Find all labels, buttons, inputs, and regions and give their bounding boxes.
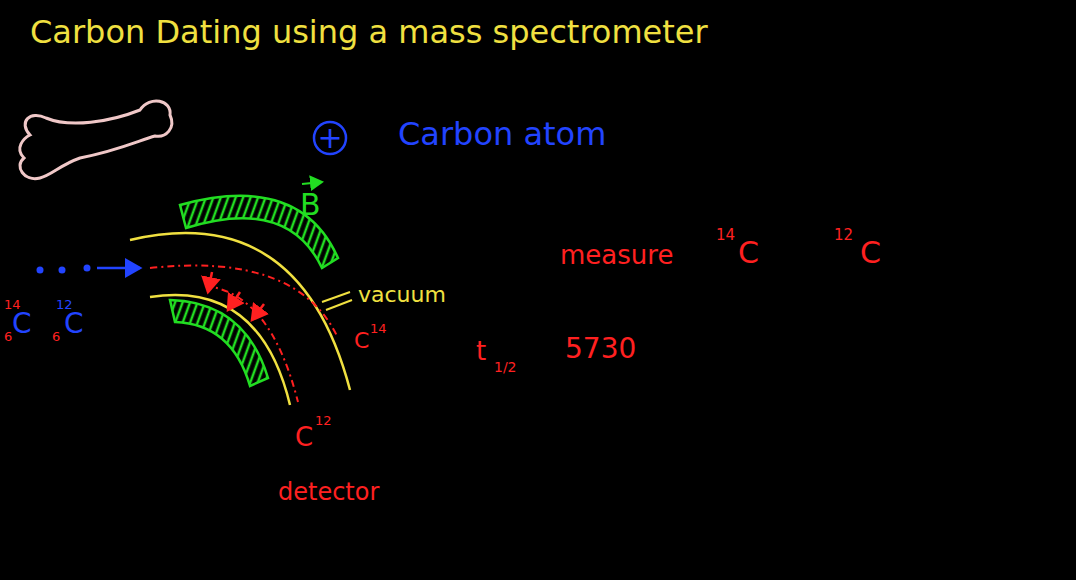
magnet-pole — [170, 300, 268, 386]
ion-dot — [59, 267, 66, 274]
force-arrow — [252, 304, 264, 320]
part-label: detector — [278, 480, 379, 504]
ion-path — [150, 265, 338, 338]
title: Carbon Dating using a mass spectrometer — [30, 16, 708, 48]
mass-number: 12 — [834, 228, 853, 243]
bone-outline — [20, 101, 172, 179]
vacuum-mark — [326, 300, 352, 310]
isotope-label: C — [354, 330, 369, 352]
mass-number: 12 — [315, 414, 332, 427]
charge-sign: + — [317, 123, 342, 153]
vacuum-mark — [322, 292, 350, 302]
field-symbol: B — [300, 190, 321, 220]
beam-arrow — [97, 267, 140, 270]
mass-number: 14 — [370, 322, 387, 335]
element-symbol: C — [738, 238, 759, 268]
ion-dot — [37, 267, 44, 274]
atom-label: Carbon atom — [398, 118, 606, 150]
force-arrow — [228, 292, 240, 310]
isotope-label: C — [295, 424, 313, 450]
half-life-subscript: 1/2 — [494, 360, 517, 374]
note-text: measure — [560, 242, 673, 268]
part-label: vacuum — [358, 284, 446, 306]
tube-wall — [150, 295, 290, 405]
half-life-symbol: t — [476, 338, 486, 364]
element-symbol: C — [12, 310, 32, 338]
element-symbol: C — [64, 310, 84, 338]
mass-number: 14 — [716, 228, 735, 243]
vector-arrow — [302, 182, 322, 184]
element-symbol: C — [860, 238, 881, 268]
ion-path — [205, 286, 298, 402]
atomic-number: 6 — [4, 330, 12, 343]
force-arrow — [208, 272, 212, 292]
atom-circle: + — [312, 120, 348, 156]
half-life-value: 5730 — [565, 335, 636, 363]
atomic-number: 6 — [52, 330, 60, 343]
ion-dot — [84, 265, 91, 272]
tube-wall — [130, 233, 350, 390]
